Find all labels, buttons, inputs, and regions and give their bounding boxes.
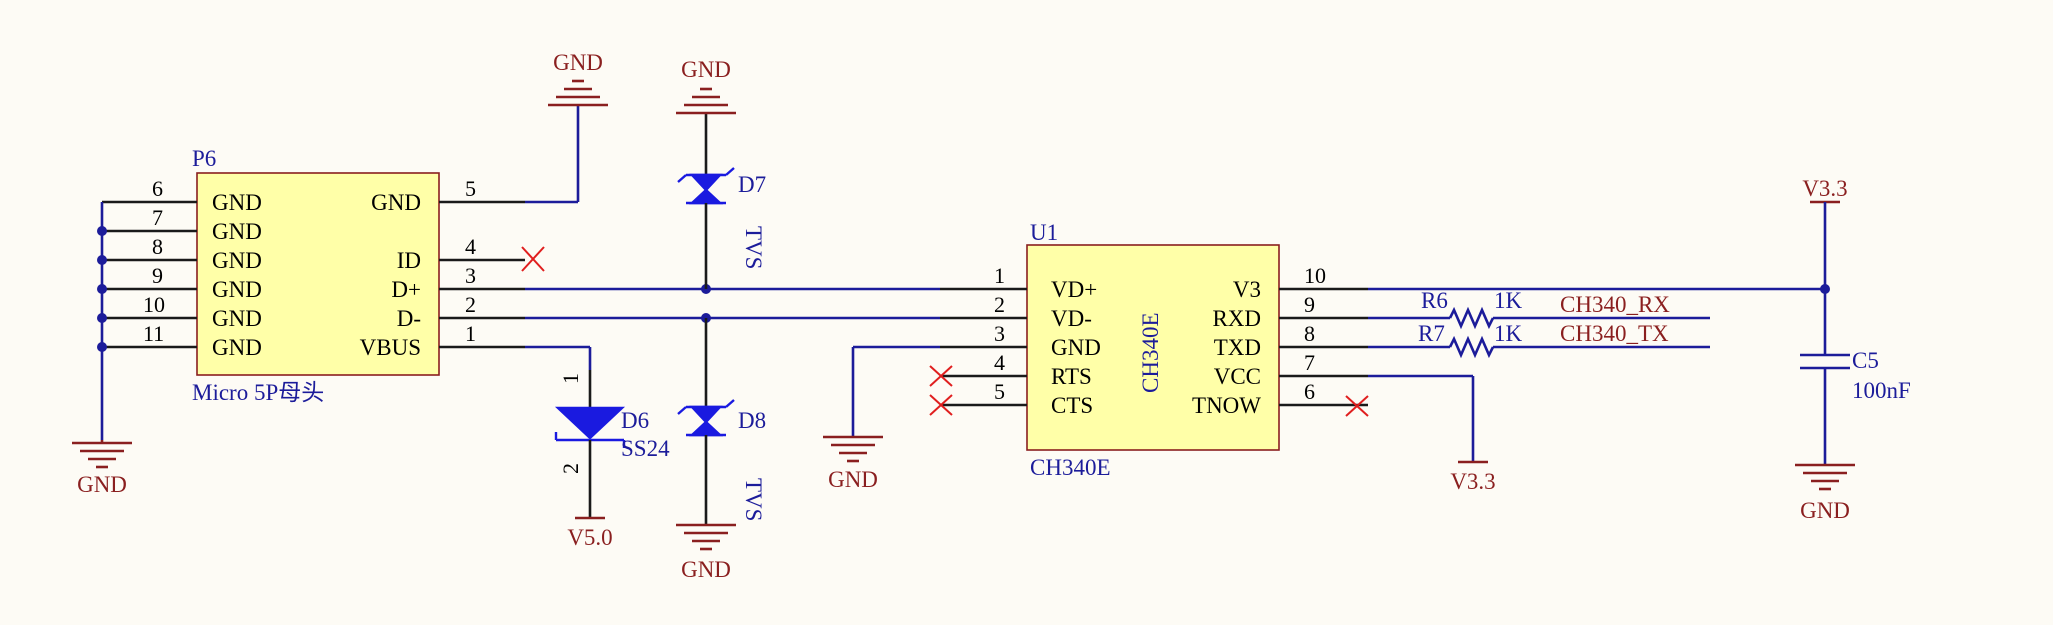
u1-pin-name-1: VD+ (1051, 277, 1097, 302)
c5-designator: C5 (1852, 348, 1879, 373)
gnd-label-d7: GND (681, 57, 731, 82)
gnd-label-p6: GND (77, 472, 127, 497)
no-connect-p6-id (521, 246, 545, 272)
p6-pin-name-6: GND (212, 190, 262, 215)
u1-pin-name-8: TXD (1214, 335, 1261, 360)
p6-gnd-bus (97, 202, 107, 440)
u1-pin-name-4: RTS (1051, 364, 1092, 389)
r6-designator: R6 (1421, 288, 1448, 313)
d7-comment: TVS (741, 226, 766, 269)
u1-body-label: CH340E (1138, 313, 1163, 394)
u1-pin-name-5: CTS (1051, 393, 1093, 418)
c5-value: 100nF (1852, 378, 1911, 403)
u1-comment: CH340E (1030, 455, 1111, 480)
tvs-d8[interactable]: D8 TVS (677, 318, 766, 525)
gnd-symbol-top-p6: GND (548, 50, 608, 107)
u1-pin-num-9: 9 (1304, 292, 1315, 317)
r7-value: 1K (1494, 321, 1523, 346)
no-connect-u1-rts (929, 365, 953, 387)
p6-comment: Micro 5P母头 (192, 380, 324, 405)
net-label-ch340-rx: CH340_RX (1560, 292, 1670, 317)
u1-pin-name-3: GND (1051, 335, 1101, 360)
p6-pin-num-6: 6 (152, 176, 163, 201)
gnd-label-top-p6: GND (553, 50, 603, 75)
p6-pin-num-7: 7 (152, 205, 163, 230)
diode-d6[interactable]: 1 2 D6 SS24 (554, 370, 670, 518)
resistor-r7[interactable]: R7 1K (1418, 321, 1523, 359)
d6-comment: SS24 (621, 436, 670, 461)
u1-pin-name-9: RXD (1212, 306, 1261, 331)
d6-pin2: 2 (558, 463, 583, 474)
resistor-r6[interactable]: R6 1K (1421, 288, 1523, 330)
d6-designator: D6 (621, 408, 649, 433)
p6-pin-num-4: 4 (465, 234, 476, 259)
v33-label-vcc: V3.3 (1450, 469, 1495, 494)
u1-pin-num-8: 8 (1304, 321, 1315, 346)
gnd-label-u1: GND (828, 467, 878, 492)
d7-designator: D7 (738, 172, 766, 197)
no-connect-u1-tnow (1345, 395, 1369, 417)
p6-pin-name-2: D- (397, 306, 421, 331)
gnd-label-c5: GND (1800, 498, 1850, 523)
u1-pin-num-4: 4 (994, 350, 1005, 375)
p6-pin-num-11: 11 (143, 321, 164, 346)
p6-pin-name-5: GND (371, 190, 421, 215)
v33-label-top: V3.3 (1802, 176, 1847, 201)
u1-pin-num-7: 7 (1304, 350, 1315, 375)
u1-body (1026, 244, 1280, 451)
p6-designator: P6 (192, 146, 216, 171)
p6-body (196, 172, 440, 376)
u1-pin-num-5: 5 (994, 379, 1005, 404)
capacitor-c5[interactable]: C5 100nF (1800, 348, 1911, 403)
u1-pin-name-10: V3 (1233, 277, 1261, 302)
p6-pin-num-8: 8 (152, 234, 163, 259)
u1-pin-name-6: TNOW (1192, 393, 1261, 418)
p6-pin-num-2: 2 (465, 292, 476, 317)
gnd-symbol-p6: GND (72, 440, 132, 497)
v33-power-port-top: V3.3 (1802, 176, 1848, 204)
p6-pin-name-1: VBUS (360, 335, 421, 360)
gnd-label-d8: GND (681, 557, 731, 582)
no-connect-u1-cts (929, 394, 953, 416)
net-label-ch340-tx: CH340_TX (1560, 321, 1669, 346)
p6-pin-num-3: 3 (465, 263, 476, 288)
p6-pin-num-5: 5 (465, 176, 476, 201)
p6-pin-num-1: 1 (465, 321, 476, 346)
p6-pin-num-10: 10 (143, 292, 165, 317)
gnd-symbol-d7: GND (676, 57, 736, 115)
r6-value: 1K (1494, 288, 1523, 313)
u1-pin-name-2: VD- (1051, 306, 1092, 331)
u1-pin-name-7: VCC (1214, 364, 1261, 389)
p6-pin-num-9: 9 (152, 263, 163, 288)
p6-pin-name-7: GND (212, 219, 262, 244)
p6-pin-name-4: ID (397, 248, 421, 273)
connector-p6[interactable]: P6 Micro 5P母头 6 7 8 9 10 11 GND GND GND … (102, 146, 525, 405)
gnd-symbol-u1: GND (823, 435, 883, 492)
d6-pin1: 1 (558, 373, 583, 384)
v33-power-port-vcc: V3.3 (1450, 460, 1496, 494)
u1-pin-num-6: 6 (1304, 379, 1315, 404)
p6-pin-name-11: GND (212, 335, 262, 360)
v50-power-port: V5.0 (567, 516, 613, 550)
r7-designator: R7 (1418, 321, 1445, 346)
ic-u1-ch340e[interactable]: U1 CH340E CH340E 1 2 3 4 5 VD+ VD- GND R… (940, 220, 1368, 480)
u1-pin-num-10: 10 (1304, 263, 1326, 288)
d8-designator: D8 (738, 408, 766, 433)
tvs-d7[interactable]: D7 TVS (677, 113, 766, 289)
u1-pin-num-3: 3 (994, 321, 1005, 346)
u1-pin-num-1: 1 (994, 263, 1005, 288)
gnd-symbol-c5: GND (1795, 463, 1855, 523)
gnd-symbol-d8: GND (676, 523, 736, 582)
p6-pin-name-8: GND (212, 248, 262, 273)
u1-pin-num-2: 2 (994, 292, 1005, 317)
p6-pin-name-9: GND (212, 277, 262, 302)
p6-pin-name-10: GND (212, 306, 262, 331)
u1-designator: U1 (1030, 220, 1058, 245)
d8-comment: TVS (741, 478, 766, 521)
p6-pin-name-3: D+ (391, 277, 421, 302)
v50-label: V5.0 (567, 525, 612, 550)
